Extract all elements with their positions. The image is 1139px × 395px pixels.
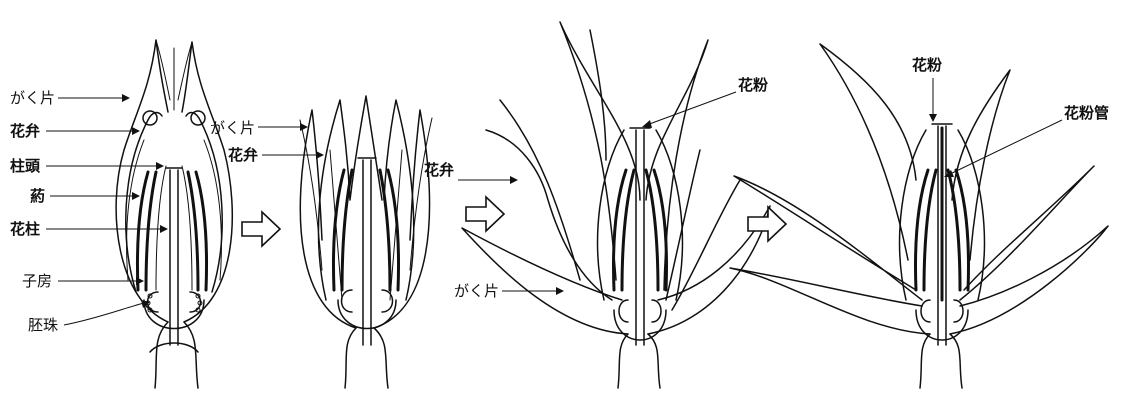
pollinated-stem [920,334,962,388]
label-open-pollen: 花粉 [738,76,768,94]
opening-flower [300,96,432,388]
pollinated-flower [730,44,1108,388]
label-pollinated-pollen: 花粉 [912,56,942,74]
label-stigma: 柱頭 [10,157,41,175]
opening-stem [345,328,388,388]
label-opening-petal: 花弁 [228,146,258,164]
label-ovule: 胚珠 [28,316,58,334]
label-open-sepal: がく片 [454,282,499,300]
label-anther: 葯 [30,187,45,205]
open-flower [462,22,770,388]
pollinated-leaf-back-left [820,44,916,260]
opening-anthers [333,170,398,290]
pollinated-ovules [921,300,963,322]
open-labels: 花粉 花弁 がく片 [424,76,768,300]
open-ovary [614,310,666,340]
label-opening-sepal: がく片 [210,119,255,137]
open-ovules [619,300,661,322]
open-leaf-back-left [560,22,640,280]
label-pollinated-pollen-tube: 花粉管 [1064,104,1109,122]
bud-anther-left [137,172,156,290]
opening-style [358,158,376,345]
pollinated-leaf-back-right [952,70,1010,260]
bud-labels: がく片 花弁 柱頭 葯 花柱 子房 胚珠 [10,89,168,334]
bud-petal-curl-right [191,111,205,125]
open-petal-wavy [486,130,612,300]
label-sepal: がく片 [10,89,55,107]
transition-arrow-2 [466,197,504,231]
transition-arrow-1 [242,212,280,246]
label-ovary: 子房 [22,272,52,290]
bud-stem [155,322,198,388]
open-stem [618,334,660,388]
leader-ovule [64,302,148,325]
label-style: 花柱 [10,220,40,238]
opening-ovules [342,290,393,312]
pollinated-sepal-left [730,268,930,334]
pollinated-ovary [916,310,968,340]
bud-petal-curl-left [143,111,157,125]
bud-style [166,168,182,345]
label-open-petal: 花弁 [424,161,454,179]
pollinated-sepal-left-upper [734,176,922,300]
opening-sepals [300,110,429,328]
label-petal: 花弁 [10,122,40,140]
opening-labels: がく片 花弁 [210,119,324,164]
open-leaf-mid-left [500,30,606,280]
bud-flower [116,40,232,388]
bud-ovule-right [190,292,201,312]
open-sepal-left [462,228,628,334]
